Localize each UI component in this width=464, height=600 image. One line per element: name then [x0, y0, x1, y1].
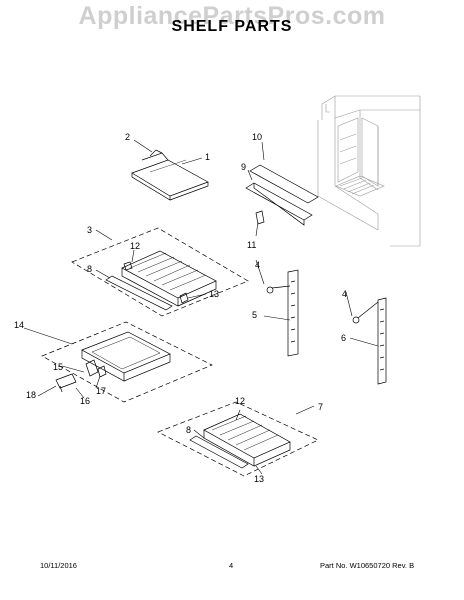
callout-8b: 8	[186, 425, 191, 435]
callout-5: 5	[252, 310, 257, 320]
callout-15: 15	[53, 362, 63, 372]
callout-14: 14	[14, 320, 24, 330]
callout-16: 16	[80, 396, 90, 406]
callout-18: 18	[26, 390, 36, 400]
callout-10: 10	[252, 132, 262, 142]
shelf-rail-part-5	[266, 269, 299, 357]
callout-7: 7	[318, 402, 323, 412]
callout-3: 3	[87, 225, 92, 235]
crisper-assembly-part-14-outline	[41, 321, 213, 403]
callout-11: 11	[247, 240, 256, 250]
sliding-shelf-part-3	[105, 250, 217, 311]
callout-12a: 12	[130, 241, 140, 251]
shelf-rail-part-6	[352, 297, 387, 385]
callout-8a: 8	[87, 264, 92, 274]
callout-13a: 13	[209, 289, 219, 299]
callout-4b: 4	[342, 289, 347, 299]
callout-9: 9	[241, 162, 246, 172]
crisper-shelf-part-14	[55, 331, 171, 393]
callout-13b: 13	[254, 474, 264, 484]
footer-part-number: Part No. W10650720 Rev. B	[320, 561, 415, 570]
footer-page-number: 4	[229, 561, 234, 570]
callout-1: 1	[205, 152, 210, 162]
footer-date: 10/11/2016	[40, 561, 77, 570]
callout-numbers: 1 2 3 4 4 5 6 7 8 8 9 10 11 12 12 13 13 …	[14, 132, 347, 484]
sliding-shelf-part-7	[189, 413, 291, 469]
callout-17: 17	[96, 386, 106, 396]
callout-2: 2	[125, 132, 130, 142]
leader-lines	[23, 139, 379, 475]
shelf-assembly-part-7-outline	[157, 401, 319, 477]
callout-6: 6	[341, 333, 346, 343]
callout-4a: 4	[255, 260, 260, 270]
glass-shelf-part-1	[131, 149, 209, 201]
shelf-assembly-part-3-outline	[71, 227, 249, 317]
page-title: SHELF PARTS	[171, 18, 293, 35]
callout-12b: 12	[235, 396, 245, 406]
watermark: AppliancePartsPros.com	[78, 2, 386, 30]
cabinet-illustration	[317, 95, 421, 247]
shelf-track-part-9	[245, 164, 319, 226]
